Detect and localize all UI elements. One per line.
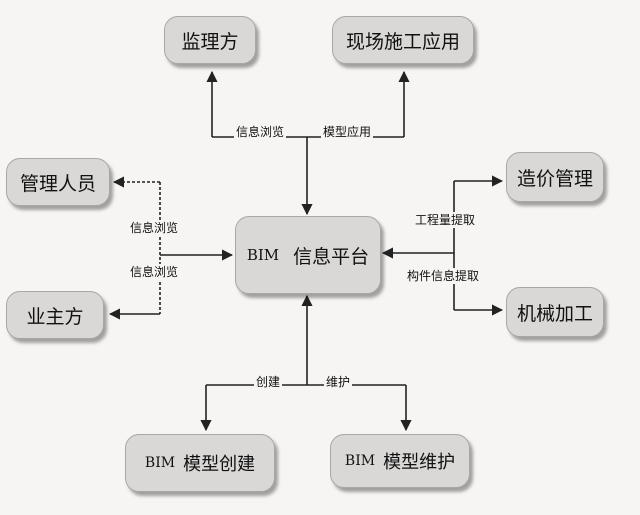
site-construction-node: 现场施工应用 <box>332 16 474 64</box>
edge-label-info-browse-top: 信息浏览 <box>234 124 287 140</box>
edge-label-model-application: 模型应用 <box>321 124 374 140</box>
supervisor-label: 监理方 <box>181 30 239 53</box>
management-staff-node: 管理人员 <box>6 158 110 206</box>
bim-model-creation-label: 模型创建 <box>183 454 256 475</box>
supervisor-node: 监理方 <box>164 16 256 64</box>
owner-node: 业主方 <box>6 291 104 339</box>
site-construction-label: 现场施工应用 <box>345 30 460 53</box>
cost-management-node: 造价管理 <box>506 152 604 202</box>
edge-label-maintain: 维护 <box>324 374 353 390</box>
edge-label-component-info-extraction: 构件信息提取 <box>405 268 482 284</box>
bim-model-maintenance-prefix: BIM <box>344 453 376 469</box>
bim-info-platform-node: BIM 信息平台 <box>235 216 381 294</box>
mechanical-processing-label: 机械加工 <box>516 302 593 325</box>
bim-info-platform-label: 信息平台 <box>293 245 370 268</box>
edge-label-quantity-extraction: 工程量提取 <box>413 212 478 228</box>
edge-label-create: 创建 <box>254 374 283 390</box>
edge-label-info-browse-left-upper: 信息浏览 <box>128 220 181 236</box>
owner-label: 业主方 <box>26 305 84 328</box>
bim-model-maintenance-node: BIM 模型维护 <box>330 434 470 488</box>
cost-management-label: 造价管理 <box>516 167 593 190</box>
bim-model-creation-node: BIM 模型创建 <box>125 434 275 492</box>
edge-label-info-browse-left-lower: 信息浏览 <box>128 264 181 280</box>
mechanical-processing-node: 机械加工 <box>506 287 604 337</box>
management-staff-label: 管理人员 <box>19 172 96 195</box>
bim-info-platform-prefix: BIM <box>246 246 280 264</box>
bim-model-creation-prefix: BIM <box>144 455 176 471</box>
bim-model-maintenance-label: 模型维护 <box>383 452 456 473</box>
